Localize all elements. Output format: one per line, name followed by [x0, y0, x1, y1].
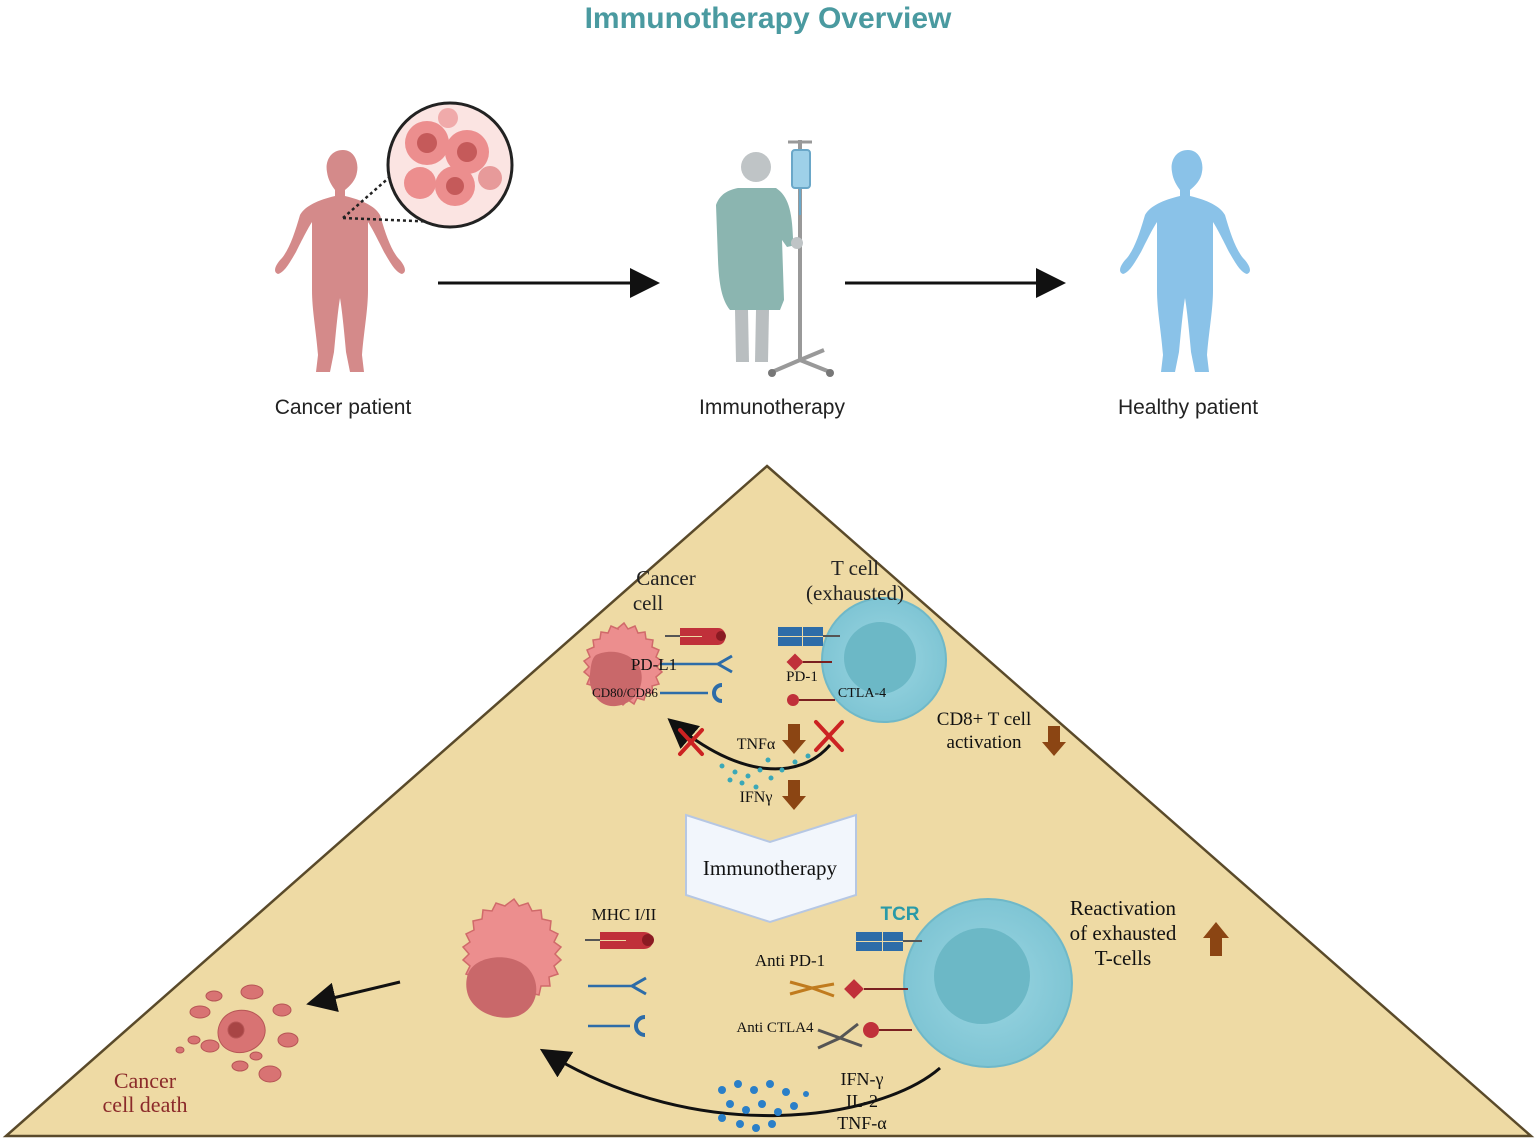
- cancer-cell-exhausted: [582, 621, 664, 707]
- cd80-cd86-receptor: [660, 683, 723, 703]
- stage-label-healthy-patient: Healthy patient: [1118, 396, 1258, 419]
- reactivation-label-3: T-cells: [1095, 946, 1151, 970]
- tcr-label: TCR: [880, 904, 919, 925]
- stage-label-cancer-patient: Cancer patient: [275, 396, 412, 419]
- mhc-receptor-after: [585, 932, 654, 949]
- cytokine-dots-before: [719, 753, 811, 790]
- down-arrow-icon: [782, 724, 806, 754]
- cross-icon: [678, 728, 704, 756]
- cd8-activation-label-2: activation: [947, 732, 1022, 753]
- healthy-patient-figure: [1120, 150, 1250, 372]
- ctla-4-label: CTLA-4: [838, 686, 886, 701]
- mhc-label: MHC I/II: [592, 905, 657, 924]
- cross-icon: [814, 720, 844, 752]
- immunotherapy-transition-chevron: Immunotherapy: [685, 813, 857, 924]
- down-arrow-icon: [1042, 726, 1066, 756]
- anti-pd-1-label: Anti PD-1: [755, 951, 825, 970]
- tnfa-label: TNFα: [737, 736, 776, 753]
- transition-label: Immunotherapy: [703, 856, 838, 880]
- cytokine-label-ifn-gamma: IFN-γ: [841, 1069, 884, 1089]
- immunotherapy-patient-figure: [716, 140, 834, 377]
- cancer-cell-fragments-icon: [175, 984, 299, 1083]
- t-cell-label: T cell: [831, 556, 879, 580]
- down-arrow-icon: [782, 780, 806, 810]
- cancer-cell-label: Cancer: [636, 566, 695, 590]
- cytokine-label-tnf-alpha: TNF-α: [837, 1113, 887, 1133]
- reactivation-label-2: of exhausted: [1070, 921, 1177, 945]
- cancer-cell-death-label-2: cell death: [103, 1092, 188, 1117]
- tcr-receptor-before: [778, 627, 840, 646]
- mechanism-panel: [2, 464, 1535, 1138]
- reactivation-label: Reactivation: [1070, 896, 1177, 920]
- cd80-cd86-label: CD80/CD86: [592, 685, 658, 700]
- stage-label-immunotherapy: Immunotherapy: [699, 396, 845, 419]
- tcr-receptor-after: [856, 932, 922, 951]
- mhc-receptor-before: [665, 628, 726, 645]
- pd-1-receptor-after: [844, 979, 908, 999]
- ifng-label: IFNγ: [740, 789, 773, 806]
- anti-ctla4-label: Anti CTLA4: [736, 1020, 814, 1036]
- anti-pd-1-antibody: [789, 980, 835, 998]
- blocked-signal-arrow: [667, 718, 832, 771]
- cancer-cell-death-label: Cancer: [114, 1068, 177, 1093]
- death-arrow: [306, 980, 401, 1013]
- cytokine-label-il-2: IL-2: [846, 1091, 878, 1111]
- cancer-cell-active: [461, 897, 563, 1018]
- cd8-activation-label: CD8+ T cell: [937, 709, 1031, 730]
- t-cell-exhausted: [821, 597, 947, 723]
- ctla-4-receptor-after: [863, 1022, 912, 1038]
- cytokine-dots-after: [718, 1080, 809, 1132]
- t-cell-reactivated: [903, 898, 1073, 1068]
- anti-ctla4-antibody: [817, 1022, 863, 1050]
- pd-l1-label: PD-L1: [631, 655, 677, 674]
- cancer-patient-figure: [275, 101, 514, 372]
- pd-l1-receptor-after: [588, 976, 647, 996]
- t-cell-exhausted-label: (exhausted): [806, 581, 904, 605]
- ctla-4-receptor: [787, 694, 835, 706]
- pd-1-receptor: [786, 653, 832, 671]
- pd-1-label: PD-1: [786, 669, 818, 685]
- cd80-cd86-receptor-after: [588, 1015, 646, 1037]
- page-title: Immunotherapy Overview: [585, 2, 952, 35]
- pd-l1-receptor: [660, 654, 733, 674]
- up-arrow-icon: [1203, 922, 1229, 956]
- cancer-cell-label-2: cell: [633, 591, 663, 615]
- tumor-cluster-icon: [404, 108, 502, 206]
